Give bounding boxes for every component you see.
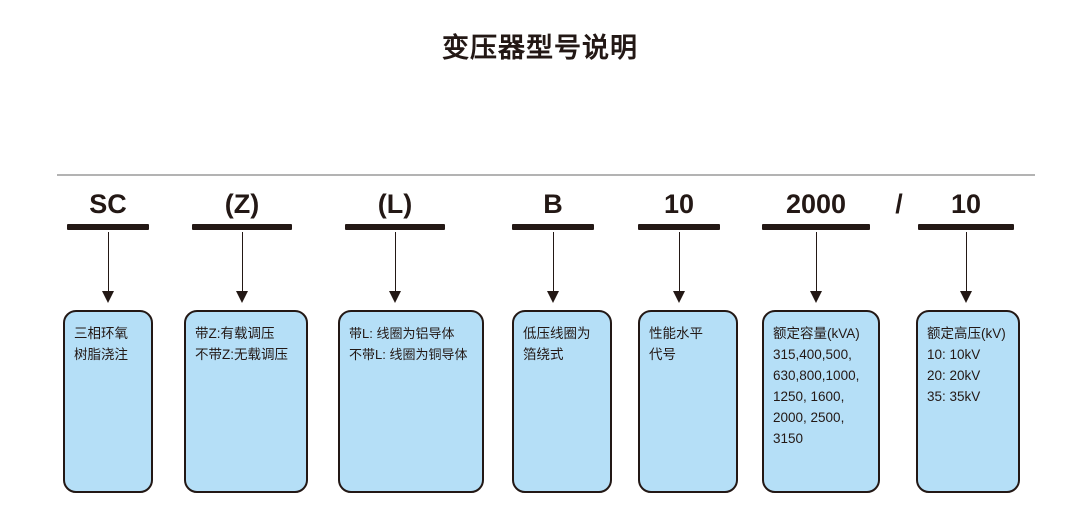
connector-stem-voltage-regulation-code (241, 232, 243, 292)
description-line: 3150 (773, 431, 804, 446)
description-line: 三相环氧 (74, 326, 128, 341)
connector-stem-performance-level-code (678, 232, 680, 292)
description-line: 额定容量(kVA) (773, 326, 860, 341)
connector-arrowhead-performance-level-code (672, 291, 685, 303)
connector-arrow-performance-level-code (672, 232, 686, 303)
description-line: 代号 (649, 347, 676, 362)
description-line: 带L: 线圈为铝导体 (349, 326, 455, 341)
description-line: 630,800,1000, (773, 368, 860, 383)
connector-arrowhead-rated-capacity-code (809, 291, 822, 303)
connector-arrowhead-rated-high-voltage-code (959, 291, 972, 303)
code-underline-performance-level-code (638, 224, 720, 230)
code-token-foil-winding-code: B (543, 189, 563, 219)
connector-arrow-voltage-regulation-code (235, 232, 249, 303)
description-line: 315,400,500, (773, 347, 852, 362)
code-group-foil-winding-code: B (512, 186, 594, 230)
code-group-performance-level-code: 10 (638, 186, 720, 230)
code-underline-foil-winding-code (512, 224, 594, 230)
description-line: 性能水平 (649, 326, 703, 341)
description-box-performance-level-code: 性能水平代号 (638, 310, 738, 493)
code-underline-rated-capacity-code (762, 224, 870, 230)
description-box-voltage-regulation-code: 带Z:有载调压不带Z:无载调压 (184, 310, 308, 493)
slash-separator: / (895, 189, 903, 219)
code-group-rated-high-voltage-code: 10 (918, 186, 1014, 230)
connector-arrowhead-voltage-regulation-code (235, 291, 248, 303)
top-divider-rule (57, 174, 1035, 176)
connector-arrow-series-code (101, 232, 115, 303)
connector-arrow-conductor-code (388, 232, 402, 303)
code-group-rated-capacity-code: 2000 (762, 186, 870, 230)
code-token-rated-high-voltage-code: 10 (950, 189, 982, 219)
description-line: 不带L: 线圈为铜导体 (349, 347, 468, 362)
connector-arrow-rated-capacity-code (809, 232, 823, 303)
connector-arrowhead-foil-winding-code (546, 291, 559, 303)
code-underline-conductor-code (345, 224, 445, 230)
code-underline-rated-high-voltage-code (918, 224, 1014, 230)
description-line: 20: 20kV (927, 368, 981, 383)
description-line: 树脂浇注 (74, 347, 128, 362)
description-line: 不带Z:无载调压 (195, 347, 288, 362)
connector-arrowhead-conductor-code (388, 291, 401, 303)
code-underline-series-code (67, 224, 149, 230)
code-group-voltage-regulation-code: (Z) (192, 186, 292, 230)
connector-arrow-rated-high-voltage-code (959, 232, 973, 303)
code-token-voltage-regulation-code: (Z) (224, 189, 260, 219)
connector-stem-series-code (107, 232, 109, 292)
description-line: 2000, 2500, (773, 410, 845, 425)
description-line: 1250, 1600, (773, 389, 845, 404)
description-line: 10: 10kV (927, 347, 981, 362)
code-token-rated-capacity-code: 2000 (785, 189, 847, 219)
code-group-series-code: SC (67, 186, 149, 230)
connector-stem-rated-capacity-code (815, 232, 817, 292)
description-box-conductor-code: 带L: 线圈为铝导体不带L: 线圈为铜导体 (338, 310, 484, 493)
connector-stem-foil-winding-code (552, 232, 554, 292)
code-group-conductor-code: (L) (345, 186, 445, 230)
description-line: 35: 35kV (927, 389, 981, 404)
code-underline-voltage-regulation-code (192, 224, 292, 230)
description-box-foil-winding-code: 低压线圈为箔绕式 (512, 310, 612, 493)
connector-stem-conductor-code (394, 232, 396, 292)
connector-arrowhead-series-code (101, 291, 114, 303)
description-line: 箔绕式 (523, 347, 564, 362)
code-token-performance-level-code: 10 (663, 189, 695, 219)
description-box-rated-capacity-code: 额定容量(kVA) 315,400,500, 630,800,1000, 1250, … (762, 310, 880, 493)
description-line: 带Z:有载调压 (195, 326, 275, 341)
page-title: 变压器型号说明 (442, 33, 638, 63)
code-token-conductor-code: (L) (377, 189, 413, 219)
connector-arrow-foil-winding-code (546, 232, 560, 303)
description-box-rated-high-voltage-code: 额定高压(kV) 10: 10kV 20: 20kV 35: 35kV (916, 310, 1020, 493)
description-line: 低压线圈为 (523, 326, 591, 341)
connector-stem-rated-high-voltage-code (965, 232, 967, 292)
code-token-series-code: SC (89, 189, 127, 219)
description-line: 额定高压(kV) (927, 326, 1006, 341)
description-box-series-code: 三相环氧树脂浇注 (63, 310, 153, 493)
